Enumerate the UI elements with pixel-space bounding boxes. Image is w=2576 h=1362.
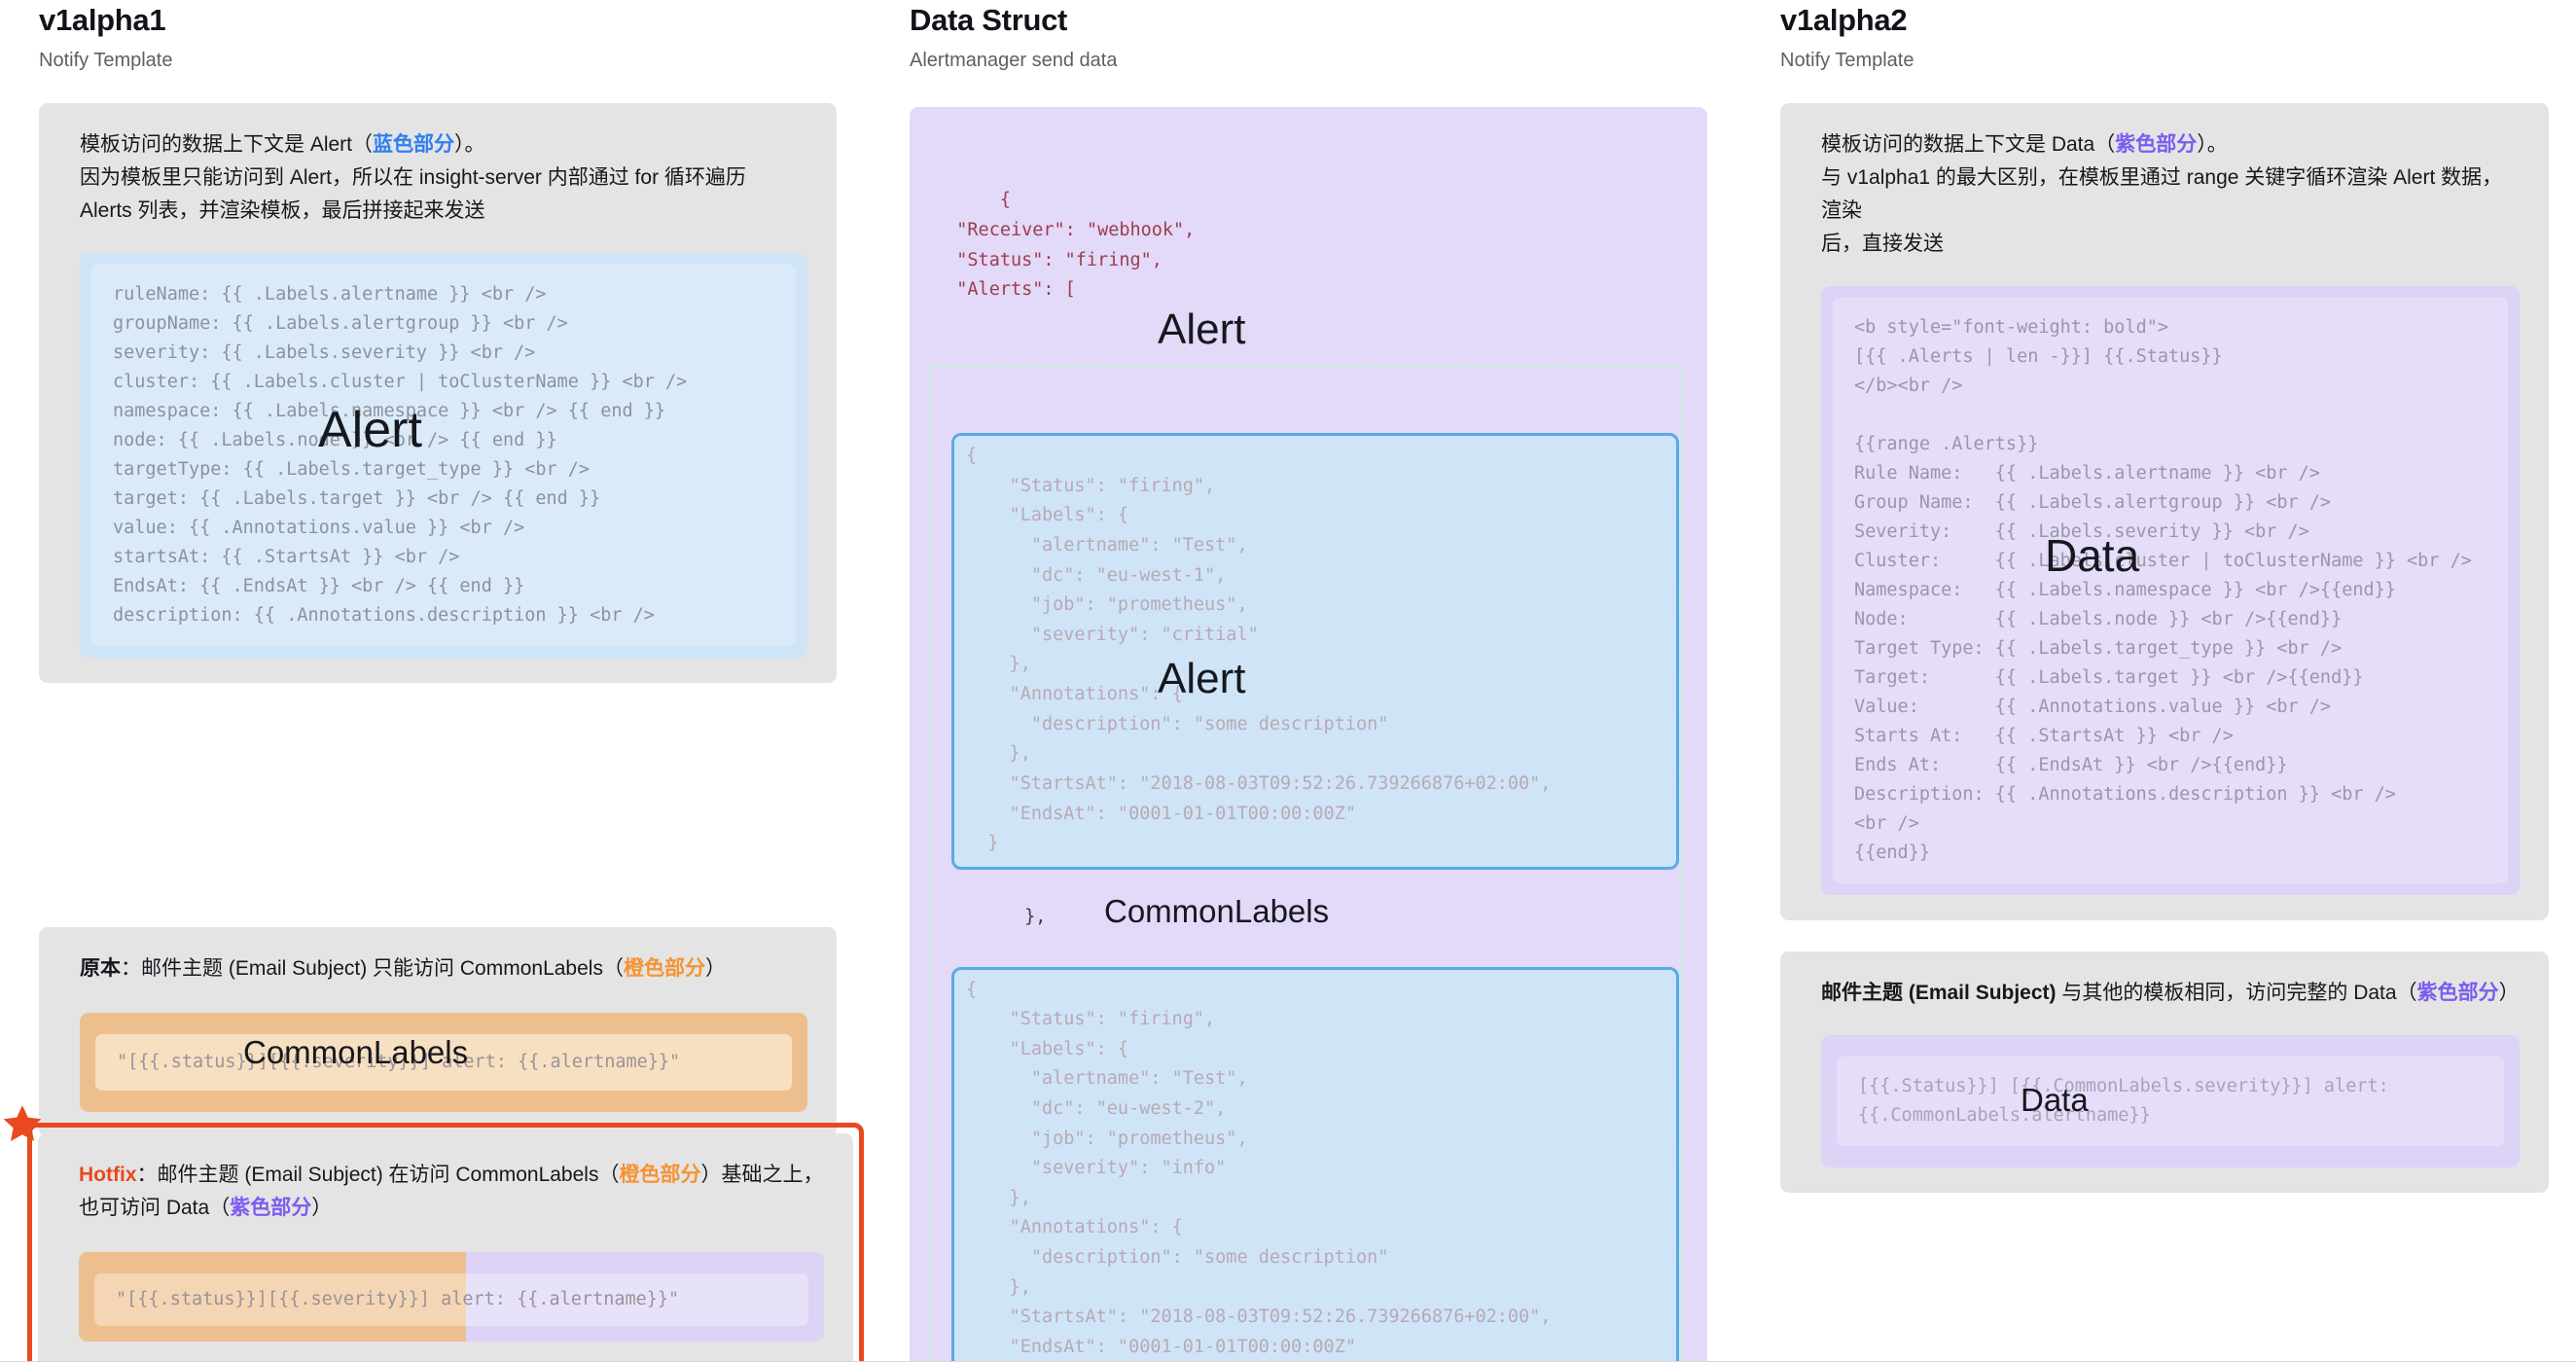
code-text-v1alpha1: ruleName: {{ .Labels.alertname }} <br />… (91, 265, 796, 646)
column-data-struct: Data Struct Alertmanager send data { "Re… (910, 0, 1707, 1362)
card-v1alpha2-template: 模板访问的数据上下文是 Data（紫色部分）。 与 v1alpha1 的最大区别… (1780, 103, 2549, 919)
subject-original-highlight: 橙色部分 (624, 957, 705, 980)
description-right: 模板访问的数据上下文是 Data（紫色部分）。 与 v1alpha1 的最大区别… (1821, 128, 2520, 261)
code-block-subject-v1alpha2[interactable]: [{{.Status}}] [{{.CommonLabels.severity}… (1821, 1035, 2520, 1167)
subject-original-pre: ：邮件主题 (Email Subject) 只能访问 CommonLabels（ (121, 957, 624, 980)
hotfix-line2-post: ） (311, 1197, 332, 1219)
json-panel-alertmanager[interactable]: { "Receiver": "webhook", "Status": "firi… (910, 107, 1707, 1362)
desc-right-line1-pre: 模板访问的数据上下文是 Data（ (1821, 133, 2115, 156)
desc-line2: 因为模板里只能访问到 Alert，所以在 insight-server 内部通过… (80, 166, 746, 189)
page-subtitle-middle: Alertmanager send data (910, 49, 1707, 72)
page-title-right: v1alpha2 (1780, 0, 2549, 37)
card-email-subject-original: 原本：邮件主题 (Email Subject) 只能访问 CommonLabel… (39, 927, 837, 1137)
star-icon (0, 1102, 42, 1145)
description-left: 模板访问的数据上下文是 Alert（蓝色部分）。 因为模板里只能访问到 Aler… (80, 128, 807, 228)
label-original: 原本 (80, 957, 121, 980)
desc-right-line2: 与 v1alpha1 的最大区别，在模板里通过 range 关键字循环渲染 Al… (1821, 166, 2502, 222)
code-block-subject-hotfix[interactable]: "[{{.status}}][{{.severity}}] alert: {{.… (79, 1252, 824, 1342)
card-email-subject-v1alpha2: 邮件主题 (Email Subject) 与其他的模板相同，访问完整的 Data… (1780, 951, 2549, 1193)
alert-object-2: { "Status": "firing", "Labels": { "alert… (951, 967, 1679, 1362)
desc-right-line1-post: ）。 (2197, 133, 2228, 156)
page-title-left: v1alpha1 (39, 0, 837, 37)
desc-right-line3: 后，直接发送 (1821, 233, 1944, 255)
code-block-subject-original[interactable]: "[{{.status}}][{{.severity}}] alert: {{.… (80, 1013, 807, 1112)
alert-object-1: { "Status": "firing", "Labels": { "alert… (951, 433, 1679, 870)
hotfix-pre: ：邮件主题 (Email Subject) 在访问 CommonLabels（ (137, 1164, 620, 1186)
description-subject-original: 原本：邮件主题 (Email Subject) 只能访问 CommonLabel… (80, 952, 807, 986)
code-text-subject-original: "[{{.status}}][{{.severity}}] alert: {{.… (95, 1034, 792, 1091)
code-text-subject-hotfix: "[{{.status}}][{{.severity}}] alert: {{.… (94, 1273, 808, 1326)
card-v1alpha1-template: 模板访问的数据上下文是 Alert（蓝色部分）。 因为模板里只能访问到 Aler… (39, 103, 837, 683)
code-block-v1alpha2[interactable]: <b style="font-weight: bold"> [{{ .Alert… (1821, 286, 2520, 894)
subject-original-post: ） (705, 957, 726, 980)
subject-right-post: ） (2499, 982, 2520, 1004)
hotfix-highlight-orange: 橙色部分 (619, 1164, 700, 1186)
desc-right-line1-highlight: 紫色部分 (2115, 133, 2197, 156)
page-subtitle-right: Notify Template (1780, 49, 2549, 72)
desc-line1-post: ）。 (454, 133, 485, 156)
subject-right-highlight: 紫色部分 (2417, 982, 2499, 1004)
subject-right-pre: 与其他的模板相同，访问完整的 Data（ (2057, 982, 2417, 1004)
description-subject-right: 邮件主题 (Email Subject) 与其他的模板相同，访问完整的 Data… (1821, 977, 2520, 1010)
alert-2-json: { "Status": "firing", "Labels": { "alert… (966, 980, 1551, 1362)
label-hotfix: Hotfix (79, 1164, 137, 1186)
desc-line1-pre: 模板访问的数据上下文是 Alert（ (80, 133, 373, 156)
code-text-v1alpha2: <b style="font-weight: bold"> [{{ .Alert… (1833, 298, 2508, 882)
desc-line1-highlight: 蓝色部分 (373, 133, 454, 156)
column-v1alpha1: v1alpha1 Notify Template 模板访问的数据上下文是 Ale… (39, 0, 837, 683)
hotfix-highlight-purple: 紫色部分 (230, 1197, 311, 1219)
hotfix-line2-pre: 也可访问 Data（ (79, 1197, 230, 1219)
page-title-middle: Data Struct (910, 0, 1707, 37)
code-text-subject-v1alpha2: [{{.Status}}] [{{.CommonLabels.severity}… (1837, 1057, 2504, 1146)
watermark-alert-middle-1: Alert (1158, 295, 1245, 366)
card-email-subject-hotfix: Hotfix：邮件主题 (Email Subject) 在访问 CommonLa… (27, 1123, 864, 1362)
alert-1-separator: }, (1024, 907, 1046, 927)
subject-right-bold: 邮件主题 (Email Subject) (1821, 982, 2057, 1004)
page-subtitle-left: Notify Template (39, 49, 837, 72)
column-v1alpha2: v1alpha2 Notify Template 模板访问的数据上下文是 Dat… (1780, 0, 2549, 920)
json-head: { "Receiver": "webhook", "Status": "firi… (935, 190, 1195, 300)
hotfix-mid: ）基础之上， (700, 1164, 823, 1186)
alert-1-json: { "Status": "firing", "Labels": { "alert… (966, 446, 1551, 853)
hotfix-inner-card: Hotfix：邮件主题 (Email Subject) 在访问 CommonLa… (38, 1133, 853, 1362)
code-block-v1alpha1[interactable]: ruleName: {{ .Labels.alertname }} <br />… (80, 253, 807, 658)
desc-line3: Alerts 列表，并渲染模板，最后拼接起来发送 (80, 199, 485, 222)
description-subject-hotfix: Hotfix：邮件主题 (Email Subject) 在访问 CommonLa… (79, 1159, 824, 1225)
alerts-array-outline: { "Status": "firing", "Labels": { "alert… (929, 365, 1682, 1362)
